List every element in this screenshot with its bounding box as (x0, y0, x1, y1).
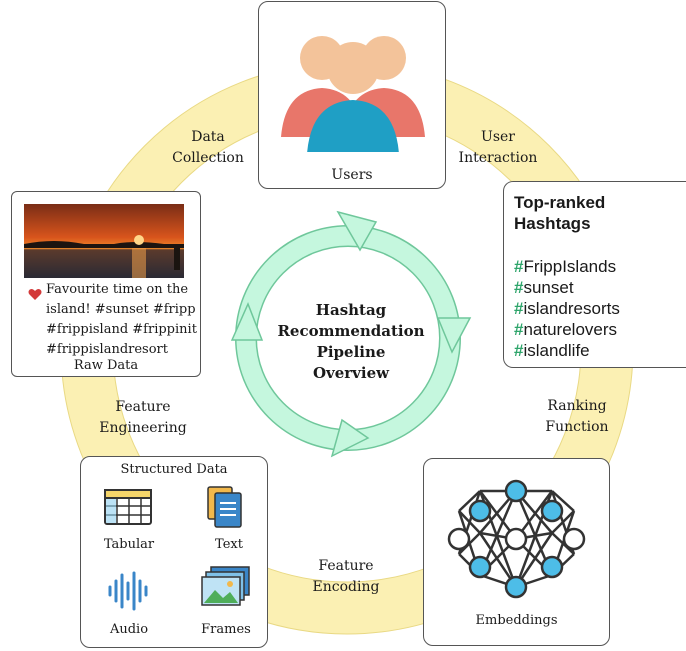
stage-label-line: Feature (318, 558, 374, 574)
title-line: Hashtags (514, 214, 591, 233)
stage-label-ranking-function: Ranking Function (530, 396, 624, 438)
center-title-line: Recommendation (277, 322, 425, 340)
users-card: Users (258, 1, 446, 189)
embeddings-card: Embeddings (423, 458, 610, 646)
heart-icon (28, 289, 42, 300)
users-group-icon (281, 36, 425, 152)
hashtag-item: #islandresorts (514, 299, 620, 318)
top-ranked-title: Top-ranked Hashtags (514, 192, 605, 234)
hashtag-item: #FrippIslands (514, 257, 617, 276)
raw-data-card: Favourite time on the island! #sunset #f… (11, 191, 201, 377)
audio-label: Audio (109, 622, 149, 637)
caption-line: #frippisland #frippinit (46, 322, 197, 337)
caption-line: island! #sunset #fripp (46, 302, 196, 317)
hashtag-item: #islandlife (514, 341, 590, 360)
stage-label-line: User (481, 129, 515, 145)
center-title: Hashtag Recommendation Pipeline Overview (265, 300, 437, 384)
center-title-line: Overview (312, 364, 390, 382)
stage-label-data-collection: Data Collection (158, 127, 258, 169)
hashtag-item: #naturelovers (514, 320, 618, 339)
structured-data-card: Structured Data Tabular Text (80, 456, 268, 648)
frames-label: Frames (201, 622, 251, 637)
raw-data-label: Raw Data (73, 358, 139, 373)
stage-label-line: Feature (115, 399, 171, 415)
stage-label-line: Interaction (458, 150, 538, 166)
stage-label-line: Engineering (99, 420, 187, 436)
hashtag-list: #FrippIslands #sunset #islandresorts #na… (514, 256, 620, 361)
users-label: Users (331, 167, 373, 183)
cycle-arrow-bottom (330, 418, 370, 458)
center-title-line: Pipeline (316, 343, 386, 361)
frames-icon (201, 566, 250, 606)
text-label: Text (215, 537, 243, 552)
structured-data-title: Structured Data (120, 462, 228, 477)
title-line: Top-ranked (514, 193, 606, 212)
stage-label-line: Encoding (312, 579, 380, 595)
tabular-label: Tabular (103, 537, 155, 552)
top-ranked-hashtags-card: Top-ranked Hashtags #FrippIslands #sunse… (503, 181, 686, 368)
document-icon (207, 486, 242, 528)
embeddings-label: Embeddings (475, 613, 558, 628)
hashtag-item: #sunset (514, 278, 574, 297)
stage-label-feature-engineering: Feature Engineering (90, 397, 196, 439)
stage-label-line: Ranking (547, 398, 607, 414)
caption-line: Favourite time on the (46, 282, 189, 297)
stage-label-line: Collection (172, 150, 244, 166)
audio-waveform-icon (108, 571, 148, 611)
center-title-line: Hashtag (315, 301, 387, 319)
raw-data-caption: Favourite time on the island! #sunset #f… (46, 280, 197, 360)
stage-label-line: Function (545, 419, 609, 435)
stage-label-feature-encoding: Feature Encoding (298, 556, 394, 598)
stage-label-user-interaction: User Interaction (446, 127, 550, 169)
cycle-arrow-top (336, 210, 378, 252)
caption-line: #frippislandresort (46, 342, 168, 357)
sunset-photo (24, 204, 184, 278)
cycle-arrow-left (230, 302, 264, 341)
cycle-arrow-right (436, 317, 472, 354)
neural-network-icon (447, 479, 586, 599)
table-icon (104, 489, 152, 525)
stage-label-line: Data (191, 129, 225, 145)
